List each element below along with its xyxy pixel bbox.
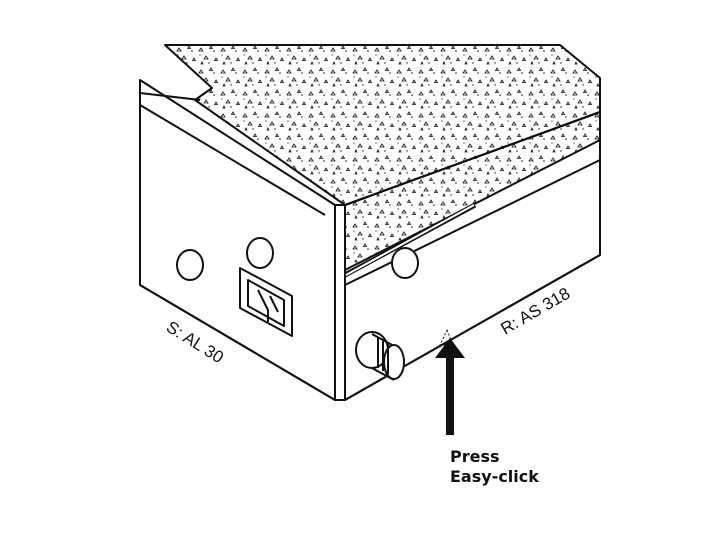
coax-connector <box>355 331 405 381</box>
left-button-2 <box>246 237 274 269</box>
easy-click-marker <box>439 329 454 346</box>
arrow-up-icon <box>435 338 465 435</box>
instruction-easy-click: Easy-click <box>450 467 539 486</box>
optical-port <box>239 267 293 337</box>
instruction-press: Press <box>450 447 500 466</box>
left-button-1 <box>176 249 204 281</box>
right-button <box>391 247 419 279</box>
